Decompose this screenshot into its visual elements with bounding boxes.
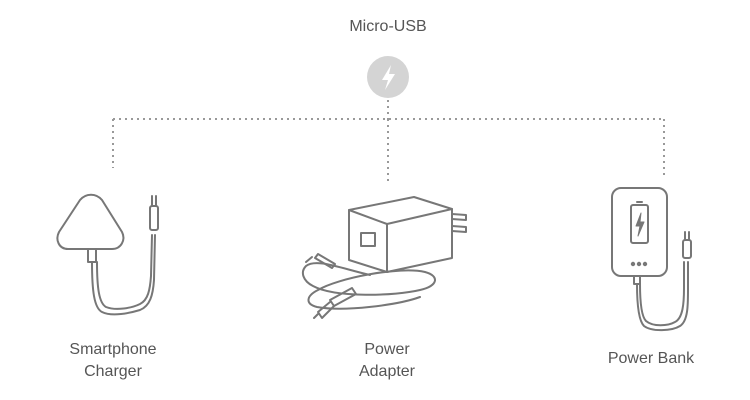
usb-power-adapter-icon (301, 196, 467, 319)
connection-lines (112, 100, 665, 183)
power-adapter-label-line-2: Adapter (358, 363, 416, 380)
power-bank-icon (611, 187, 692, 332)
power-adapter-label-line-1: Power (364, 341, 410, 358)
micro-usb-title: Micro-USB (349, 18, 427, 35)
wall-charger-icon (56, 193, 159, 316)
lightning-bolt-icon (367, 56, 409, 98)
power-bank-label-line-1: Power Bank (607, 350, 695, 367)
smartphone-charger-label-line-2: Charger (84, 363, 142, 380)
smartphone-charger-label-line-1: Smartphone (69, 341, 157, 358)
power-bank-label: Power Bank (590, 348, 712, 370)
smartphone-charger-label: Smartphone Charger (52, 339, 174, 383)
power-adapter-label: Power Adapter (330, 339, 444, 383)
